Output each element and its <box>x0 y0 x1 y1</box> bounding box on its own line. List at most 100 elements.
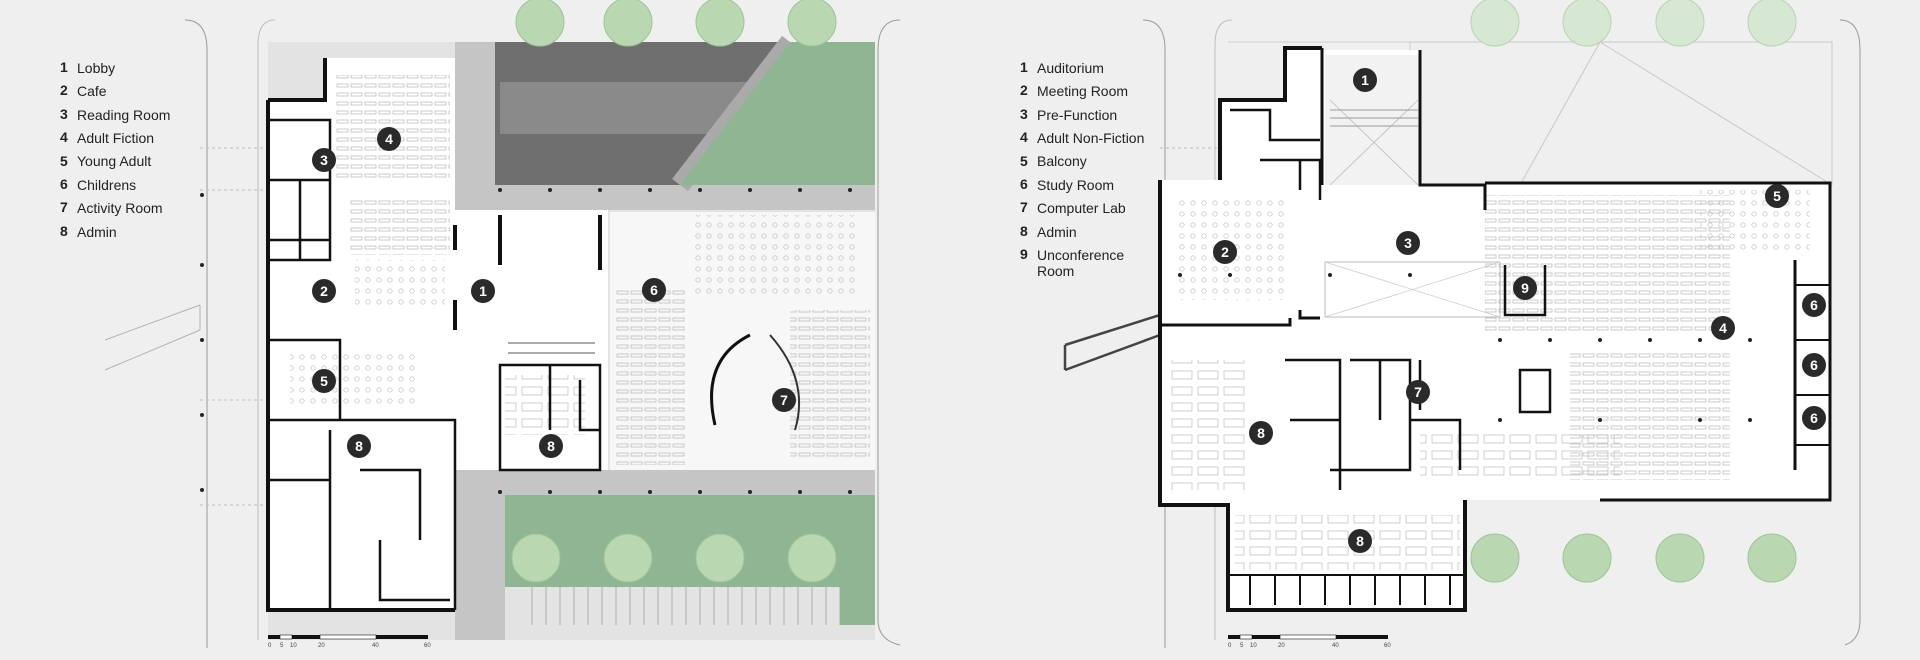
tree-icon <box>1655 0 1705 47</box>
room-marker: 6 <box>1802 353 1826 377</box>
scale-tick-label: 40 <box>1332 643 1339 649</box>
room-marker: 8 <box>1348 529 1372 553</box>
tree-icon <box>1655 533 1705 583</box>
marker-number: 3 <box>1404 235 1412 251</box>
tree-icon <box>1470 533 1520 583</box>
interior-wall <box>1518 368 1552 414</box>
office-cells <box>1228 574 1465 605</box>
scale-tick-label: 60 <box>1384 643 1391 649</box>
marker-number: 2 <box>320 283 328 299</box>
legend-number: 8 <box>60 222 68 239</box>
marker-number: 8 <box>355 438 363 454</box>
scale-tick-label: 10 <box>1250 643 1257 649</box>
admin-desks <box>1235 515 1460 570</box>
entry-ramp <box>104 304 201 371</box>
legend-number: 5 <box>1020 152 1028 169</box>
tree-icon <box>695 533 745 583</box>
scale-tick-label: 5 <box>1240 643 1244 649</box>
legend-number: 1 <box>1020 59 1028 75</box>
room-marker: 7 <box>1406 380 1430 404</box>
parking-stalls <box>520 587 840 625</box>
legend-item: 3 Pre-Function <box>1020 103 1152 126</box>
building-floorplate <box>268 58 608 610</box>
legend-item: 4 Adult Non-Fiction <box>1020 126 1152 149</box>
legend-item: 7 Activity Room <box>60 196 170 219</box>
marker-number: 7 <box>780 392 788 408</box>
room-marker: 6 <box>1802 406 1826 430</box>
legend-item: 1 Lobby <box>60 56 170 79</box>
structural-wall <box>453 215 602 330</box>
legend-number: 3 <box>1020 105 1028 122</box>
story-wall <box>710 333 751 426</box>
scale-tick-label: 0 <box>1228 643 1232 649</box>
legend-number: 4 <box>60 129 68 146</box>
tree-icon <box>1470 0 1520 47</box>
tree-icon <box>695 0 745 47</box>
site-boundary <box>1214 19 1233 640</box>
legend-number: 7 <box>60 199 68 216</box>
legend-label: Meeting Room <box>1037 83 1129 100</box>
exterior-wall <box>1158 46 1467 612</box>
room-marker: 4 <box>1711 316 1735 340</box>
marker-number: 6 <box>1810 297 1818 313</box>
room-marker: 1 <box>471 279 495 303</box>
stair <box>508 342 595 354</box>
legend-label: Computer Lab <box>1037 200 1126 217</box>
second-floor-plan: 0 5 10 20 40 60 1 2 3 9 5 4 6 6 6 7 8 8 <box>1063 0 1861 649</box>
site-boundary <box>877 19 901 646</box>
site-boundary <box>184 19 208 648</box>
tree-icon <box>511 533 561 583</box>
room-marker: 2 <box>1213 240 1237 264</box>
tree-icon <box>1562 533 1612 583</box>
room-marker: 2 <box>312 279 336 303</box>
legend-number: 5 <box>60 152 68 169</box>
tree-icon <box>515 0 565 47</box>
legend-number: 8 <box>1020 222 1028 239</box>
auditorium-rake <box>1329 99 1419 186</box>
legend-number: 2 <box>60 82 68 99</box>
legend-label: Lobby <box>77 59 116 76</box>
legend-number: 1 <box>60 59 68 75</box>
marker-number: 4 <box>1719 320 1727 336</box>
room-marker: 8 <box>1249 421 1273 445</box>
marker-number: 9 <box>1521 280 1529 296</box>
legend-number: 3 <box>60 105 68 122</box>
room-marker: 8 <box>347 434 371 458</box>
room-marker: 9 <box>1513 276 1537 300</box>
scale-tick-label: 20 <box>318 643 325 649</box>
legend-number: 4 <box>1020 129 1028 146</box>
marker-number: 8 <box>1356 533 1364 549</box>
marker-number: 8 <box>547 438 555 454</box>
sidewalk <box>455 470 875 495</box>
scale-tick-label: 5 <box>280 643 284 649</box>
seating <box>355 260 445 310</box>
interior-wall <box>270 338 457 610</box>
marker-number: 2 <box>1221 244 1229 260</box>
exterior-wall <box>1320 48 1832 502</box>
legend-label: Auditorium <box>1037 59 1104 76</box>
tree-icon <box>603 0 653 47</box>
balcony-seating <box>1700 190 1810 250</box>
sidewalk <box>455 42 495 210</box>
marker-number: 6 <box>650 282 658 298</box>
scale-tick-label: 20 <box>1278 643 1285 649</box>
legend-label: Activity Room <box>77 200 163 217</box>
site-boundary <box>1142 19 1166 648</box>
room-marker: 5 <box>312 369 336 393</box>
legend-label: Unconference Room <box>1037 246 1125 279</box>
marker-number: 7 <box>1414 384 1422 400</box>
tree-icon <box>787 533 837 583</box>
legend-item: 1 Auditorium <box>1020 56 1152 79</box>
tree-icon <box>1747 0 1797 47</box>
bookshelves <box>790 310 870 460</box>
legend-label: Pre-Function <box>1037 106 1118 123</box>
site-boundary <box>1839 19 1861 646</box>
tree-icon <box>1747 533 1797 583</box>
legend-label: Adult Non-Fiction <box>1037 129 1145 146</box>
